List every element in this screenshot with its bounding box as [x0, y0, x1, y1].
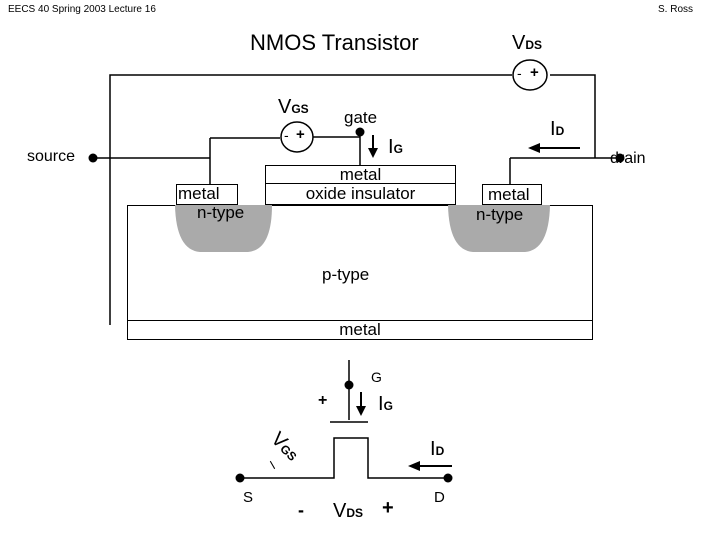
- symbol-s-label: S: [243, 489, 254, 506]
- oxide-insulator-label: oxide insulator: [305, 184, 416, 203]
- symbol-channel: [240, 437, 448, 479]
- metal-right-label: metal: [488, 185, 530, 204]
- n-well-left: [175, 205, 272, 252]
- vgs-minus: -: [284, 127, 289, 143]
- oxide-insulator: oxide insulator: [265, 183, 456, 205]
- vds-loop-wire: [109, 74, 512, 325]
- symbol-id-label: ID: [430, 438, 445, 460]
- drain-label: drain: [610, 150, 646, 167]
- metal-left-contact: [176, 184, 238, 205]
- symbol-vds-plus: +: [382, 497, 394, 519]
- source-terminal: [88, 153, 98, 163]
- symbol-g-label: G: [371, 369, 382, 385]
- symbol-d-terminal: [443, 473, 453, 483]
- gate-metal-label: metal: [339, 165, 382, 184]
- symbol-g-terminal: [344, 380, 354, 390]
- symbol-vds-label: VDS: [333, 500, 364, 522]
- metal-left-label: metal: [178, 184, 220, 203]
- metal-right-contact: [482, 184, 542, 205]
- n-well-right: [448, 205, 550, 252]
- symbol-s-terminal: [235, 473, 245, 483]
- vds-minus: -: [517, 65, 522, 81]
- vds-plus: +: [530, 64, 539, 81]
- vgs-plus: +: [296, 126, 305, 143]
- id-label: ID: [550, 118, 565, 140]
- gate-label: gate: [344, 108, 378, 127]
- gate-terminal: [355, 127, 365, 137]
- ig-arrow: [368, 135, 378, 158]
- metal-bottom-contact: metal: [127, 320, 593, 340]
- n-type-left-label: n-type: [197, 203, 245, 222]
- symbol-ig-arrow: [356, 392, 366, 416]
- vds-label: VDS: [512, 32, 543, 54]
- gate-metal: metal: [265, 165, 456, 184]
- symbol-id-arrow: [408, 461, 452, 471]
- n-type-right-label: n-type: [476, 205, 524, 224]
- symbol-vds-minus: -: [298, 500, 304, 520]
- id-arrow: [528, 143, 580, 153]
- metal-bottom-label: metal: [339, 320, 381, 339]
- source-label: source: [27, 148, 76, 165]
- symbol-ig-label: IG: [378, 393, 393, 415]
- vgs-label: VGS: [278, 96, 309, 118]
- drain-terminal: [615, 153, 625, 163]
- page-title: NMOS Transistor: [250, 30, 419, 55]
- header-left: EECS 40 Spring 2003 Lecture 16: [8, 4, 156, 15]
- p-type-label: p-type: [322, 265, 370, 284]
- vds-source-circle: [512, 59, 548, 91]
- header-right: S. Ross: [658, 4, 694, 15]
- vds-loop-wire-right: [550, 74, 596, 158]
- ig-label: IG: [388, 136, 403, 158]
- symbol-d-label: D: [434, 489, 445, 506]
- symbol-vgs-plus: +: [318, 392, 328, 409]
